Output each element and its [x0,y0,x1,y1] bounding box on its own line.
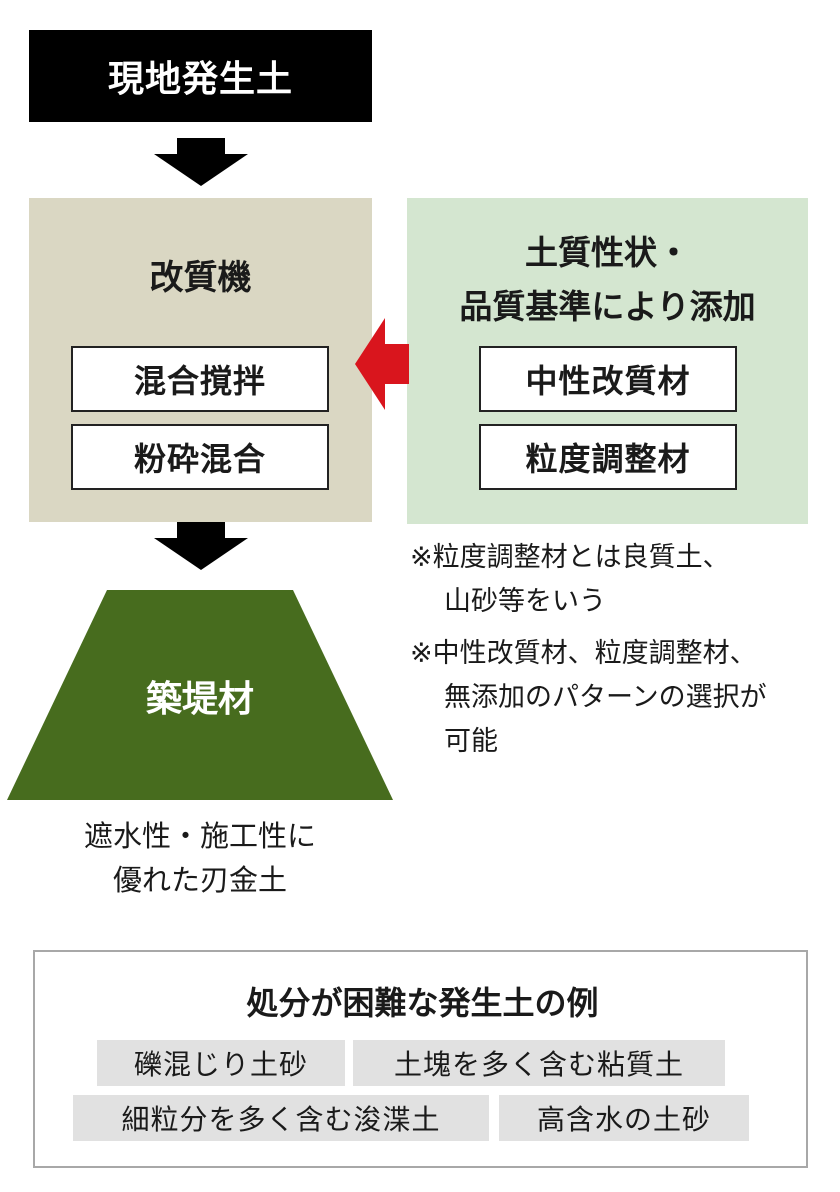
source-soil-box: 現地発生土 [29,30,372,122]
additive-title-line1: 土質性状・ [525,233,690,272]
example-chip: 土塊を多く含む粘質土 [353,1040,725,1086]
product-description: 遮水性・施工性に 優れた刃金土 [7,814,393,902]
product-desc-line2: 優れた刃金土 [112,863,287,897]
note2-line3: 可能 [444,726,498,757]
reforming-machine-panel: 改質機 混合撹拌 粉砕混合 [29,198,372,522]
example-chip: 高含水の土砂 [499,1095,749,1141]
machine-title: 改質機 [149,258,252,298]
note-grain-adjuster: ※粒度調整材とは良質土、 山砂等をいう [410,536,730,624]
product-desc-line1: 遮水性・施工性に [83,819,316,853]
note-pattern-selection: ※中性改質材、粒度調整材、 無添加のパターンの選択が 可能 [410,632,767,764]
additive-panel: 土質性状・ 品質基準により添加 中性改質材 粒度調整材 [407,198,808,524]
down-arrow-icon [154,138,248,186]
down-arrow-icon [154,522,248,570]
note2-line1: ※中性改質材、粒度調整材、 [410,638,757,669]
op-crushing-mixing: 粉砕混合 [71,424,329,490]
note1-line2: 山砂等をいう [444,586,606,617]
additive-title-line2: 品質基準により添加 [459,287,756,326]
note1-line1: ※粒度調整材とは良質土、 [410,542,730,573]
material-neutral-modifier: 中性改質材 [479,346,737,412]
difficult-soil-examples-box: 処分が困難な発生土の例 礫混じり土砂 土塊を多く含む粘質土 細粒分を多く含む浚渫… [33,950,808,1168]
op-mixing-stirring: 混合撹拌 [71,346,329,412]
note2-line2: 無添加のパターンの選択が [444,682,767,713]
red-left-arrow-icon [355,318,409,410]
embankment-material-shape [7,590,393,800]
example-chip: 細粒分を多く含む浚渫土 [73,1095,489,1141]
additive-title: 土質性状・ 品質基準により添加 [407,226,808,334]
embankment-material-label: 築堤材 [145,679,254,720]
example-chip: 礫混じり土砂 [97,1040,345,1086]
source-soil-label: 現地発生土 [107,59,293,100]
material-grain-adjuster: 粒度調整材 [479,424,737,490]
examples-title: 処分が困難な発生土の例 [246,984,599,1022]
